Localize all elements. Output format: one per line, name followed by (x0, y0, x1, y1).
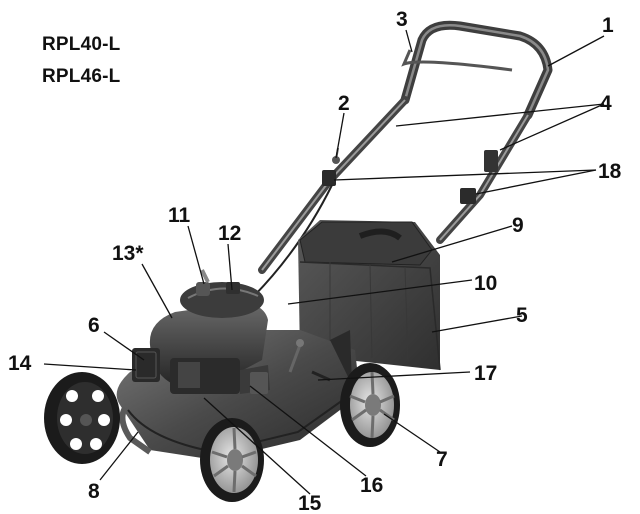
fuel-cap (196, 282, 210, 296)
right-height-bracket (484, 150, 498, 172)
muffler (250, 372, 268, 394)
leader-lines (43, 29, 605, 495)
callout-8: 8 (88, 480, 100, 503)
handle-assembly (249, 20, 553, 301)
height-adjust-lever (311, 370, 331, 382)
oil-dipstick (288, 344, 302, 373)
callout-numbers: 1 2 3 4 5 6 7 8 9 10 11 12 13* 14 15 16 … (8, 8, 622, 514)
control-cable (249, 184, 333, 301)
leader-18a (333, 169, 597, 181)
leader-15 (203, 397, 311, 495)
leader-9 (391, 225, 513, 263)
leader-11 (187, 225, 205, 285)
callout-18: 18 (598, 160, 622, 183)
leader-3 (405, 29, 413, 53)
model-name-1: RPL40-L (42, 34, 121, 55)
callout-4: 4 (600, 92, 612, 115)
grass-bag-handle (358, 228, 402, 241)
spark-plug-cap (226, 282, 240, 294)
model-name-2: RPL46-L (42, 66, 121, 87)
leader-2 (335, 112, 345, 159)
brake-lever (401, 49, 513, 72)
leader-1 (547, 35, 605, 67)
callout-1: 1 (602, 14, 614, 37)
fuel-tank-neck (200, 269, 210, 283)
callout-11: 11 (168, 204, 191, 227)
callout-6: 6 (88, 314, 100, 337)
leader-4a (395, 103, 605, 127)
leader-12 (227, 243, 233, 291)
left-handle-clamp (322, 170, 336, 186)
leader-18b (475, 169, 597, 195)
deck-rear-flap (330, 330, 352, 385)
callout-5: 5 (516, 304, 528, 327)
leader-5 (431, 315, 523, 333)
grass-bag-lid (299, 221, 433, 266)
leader-13 (141, 263, 173, 319)
leader-8 (99, 431, 139, 481)
engine-cover-top (180, 282, 264, 318)
callout-17: 17 (474, 362, 497, 385)
right-handle-clamp (460, 188, 476, 204)
leader-4b (499, 103, 605, 151)
callout-9: 9 (512, 214, 524, 237)
wheels (44, 363, 400, 502)
front-left-wheel (44, 372, 120, 464)
leader-10 (287, 279, 473, 305)
callout-10: 10 (474, 272, 497, 295)
callout-15: 15 (298, 492, 322, 514)
callout-13: 13* (112, 242, 144, 265)
callout-3: 3 (396, 8, 408, 31)
leader-16 (249, 385, 367, 477)
leader-7 (383, 413, 441, 453)
callout-7: 7 (436, 448, 448, 471)
leader-6 (103, 331, 145, 361)
leader-14 (43, 363, 137, 371)
leader-17 (317, 371, 471, 381)
callout-12: 12 (218, 222, 241, 245)
rear-wheel (340, 363, 400, 447)
callout-14: 14 (8, 352, 32, 375)
callout-2: 2 (338, 92, 350, 115)
front-right-wheel (200, 418, 264, 502)
callout-16: 16 (360, 474, 383, 497)
deck-front-bumper (119, 406, 152, 455)
engine (132, 269, 304, 394)
